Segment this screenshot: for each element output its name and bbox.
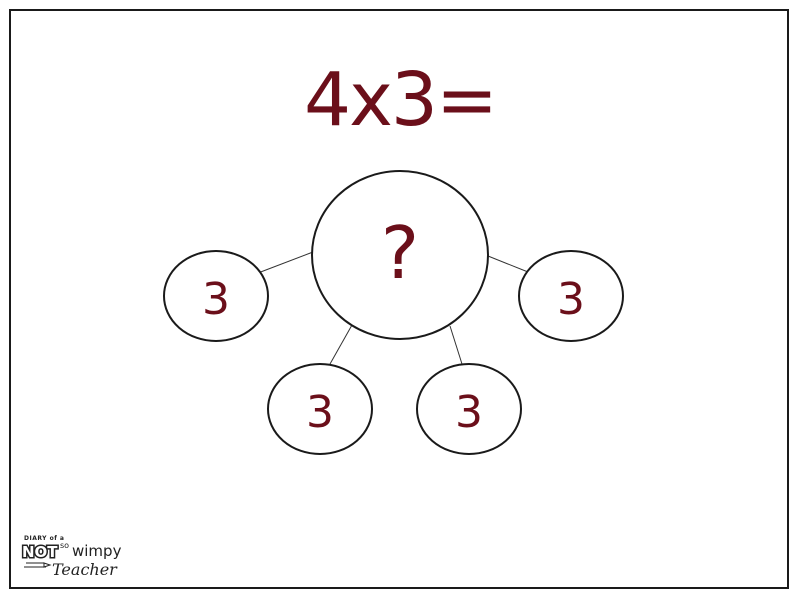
logo-word-teacher: Teacher (52, 560, 118, 579)
equation-title: 4x3= (304, 57, 496, 143)
whole-circle-shape (311, 170, 489, 340)
whole-circle-label: ? (381, 211, 419, 295)
part-circle-right-label: 3 (557, 274, 585, 325)
part-circle-right: 3 (518, 250, 624, 342)
part-circle-left: 3 (163, 250, 269, 342)
part-circle-bottom-right-label: 3 (455, 387, 483, 438)
logo-line-diary: DIARY of a (24, 535, 64, 542)
connector-line-bottom-right (449, 325, 463, 365)
part-circle-bottom-right: 3 (416, 363, 522, 455)
whole-circle: ? (311, 170, 489, 340)
connector-line-right (487, 255, 529, 273)
part-circle-bottom-left: 3 (267, 363, 373, 455)
part-circle-bottom-left-shape (267, 363, 373, 455)
part-circle-bottom-right-shape (416, 363, 522, 455)
part-circle-right-shape (518, 250, 624, 342)
pencil-icon (24, 562, 52, 568)
logo-word-so: so (60, 541, 69, 550)
brand-logo: DIARY of a NOT so wimpy Teacher (21, 535, 122, 579)
connector-lines (257, 251, 529, 365)
part-circle-bottom-left-label: 3 (306, 387, 334, 438)
part-circle-left-shape (163, 250, 269, 342)
connector-line-left (257, 251, 314, 274)
logo-word-not: NOT (22, 543, 58, 561)
part-circle-left-label: 3 (202, 274, 230, 325)
connector-line-bottom-left (329, 324, 353, 365)
logo-word-wimpy: wimpy (72, 542, 122, 560)
